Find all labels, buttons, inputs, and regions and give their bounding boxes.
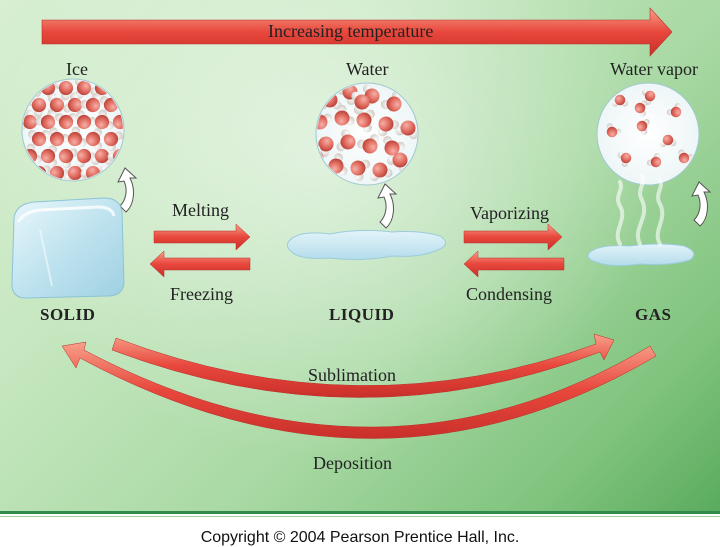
freezing-label: Freezing (170, 284, 233, 305)
condensing-label: Condensing (466, 284, 552, 305)
water-puddle-icon (287, 230, 445, 259)
vaporizing-arrow (464, 224, 562, 250)
temperature-label: Increasing temperature (268, 21, 433, 42)
vapor-molecules-icon (597, 83, 699, 185)
solid-label: SOLID (40, 305, 95, 325)
deposition-label: Deposition (313, 453, 392, 474)
freezing-arrow (150, 251, 250, 277)
copyright-text: Copyright © 2004 Pearson Prentice Hall, … (0, 529, 720, 547)
gas-puddle-icon (588, 244, 694, 266)
melting-label: Melting (172, 200, 229, 221)
ice-label: Ice (66, 59, 88, 80)
steam-icon (618, 176, 663, 244)
melting-arrow (154, 224, 250, 250)
ice-cube-icon (12, 198, 124, 298)
sublimation-label: Sublimation (308, 365, 396, 386)
phase-diagram-figure: Increasing temperature Ice Water Water v… (0, 0, 720, 512)
zoom-arrow-vapor-icon (692, 182, 710, 226)
zoom-arrow-ice-icon (118, 168, 136, 212)
footer-divider (0, 511, 720, 514)
footer-divider-thin (0, 516, 720, 517)
condensing-arrow (464, 251, 564, 277)
zoom-arrow-water-icon (378, 184, 396, 228)
vaporizing-label: Vaporizing (470, 203, 549, 224)
water-molecules-icon (302, 78, 422, 185)
water-vapor-label: Water vapor (610, 59, 698, 80)
liquid-label: LIQUID (329, 305, 394, 325)
gas-label: GAS (635, 305, 671, 325)
water-label: Water (346, 59, 389, 80)
